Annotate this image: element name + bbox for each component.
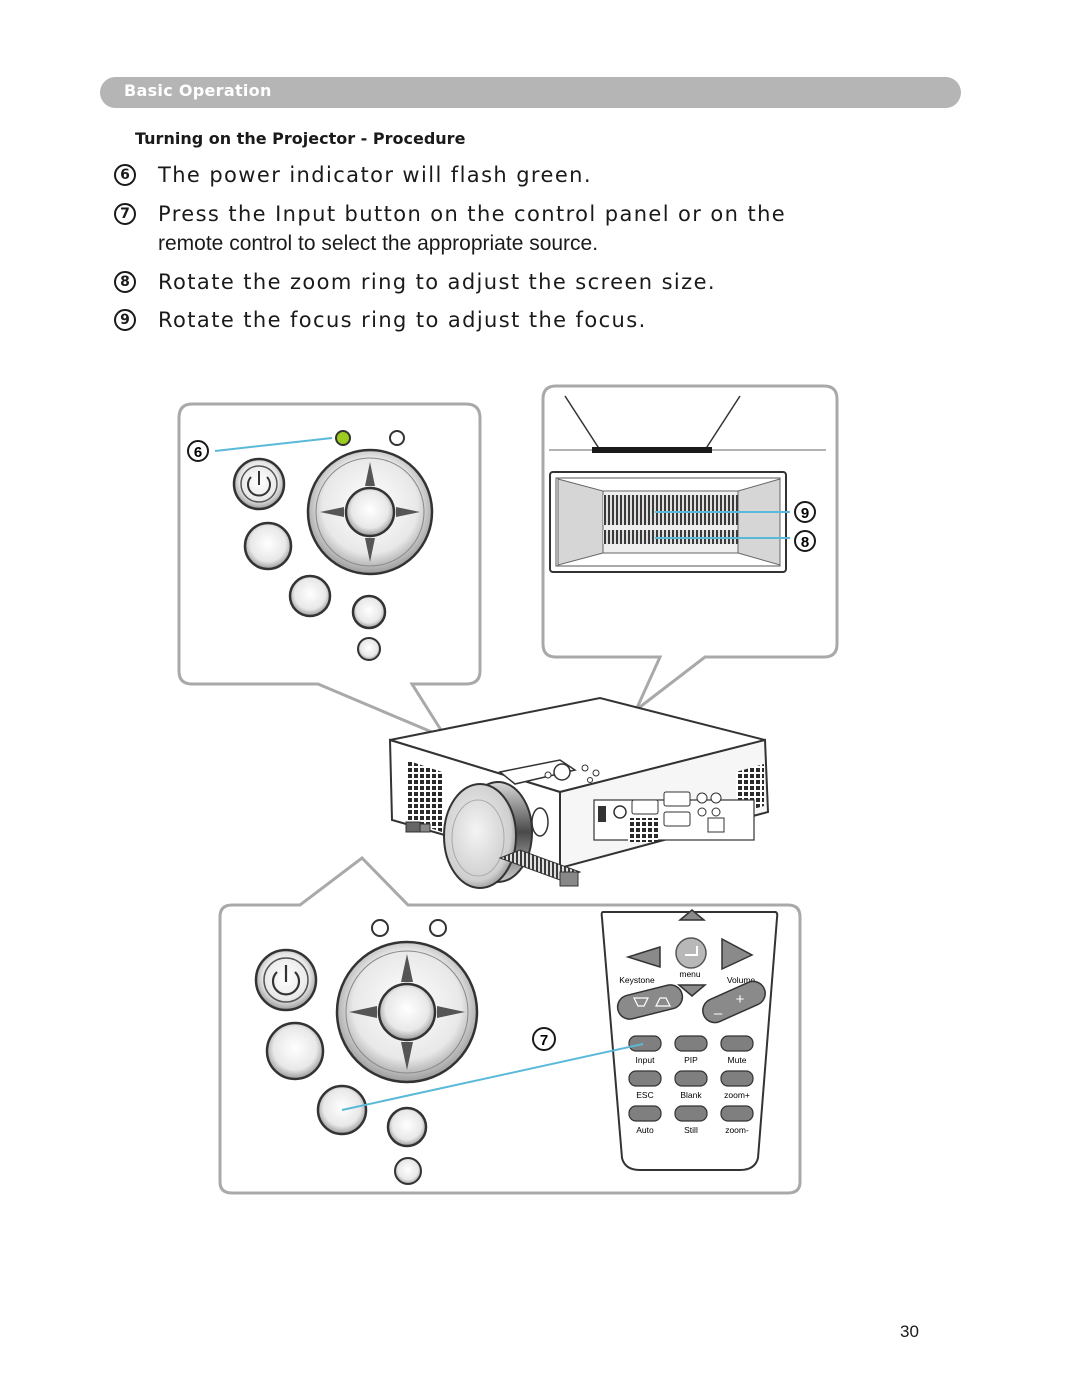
power-button-icon (232, 457, 286, 511)
indicator-led-icon (429, 919, 447, 937)
step-number: 7 (114, 203, 136, 225)
section-title: Basic Operation (124, 81, 272, 100)
button-icon (357, 637, 381, 661)
remote-label-esc: ESC (636, 1090, 653, 1100)
procedure-heading: Turning on the Projector - Procedure (135, 129, 466, 148)
input-button-icon (288, 574, 332, 618)
volume-button-icon (702, 980, 766, 1024)
remote-label-volume: Volume (727, 975, 756, 985)
esc-button-icon (628, 1070, 662, 1087)
step-text-continued: remote control to select the appropriate… (158, 232, 599, 255)
remote-label-zoom-minus: zoom- (725, 1125, 749, 1135)
callout-number: 8 (801, 534, 809, 551)
focus-ring-icon (603, 495, 738, 525)
step-text: Press the Input button on the control pa… (158, 202, 787, 226)
button-icon (386, 1106, 428, 1148)
power-button-icon (254, 948, 318, 1012)
input-button-icon (628, 1035, 662, 1052)
remote-control-icon: Keystone menu Volume + – Input PIP Mute … (600, 909, 779, 1171)
callout-number: 7 (540, 1032, 548, 1049)
step-number: 9 (114, 309, 136, 331)
remote-label-auto: Auto (636, 1125, 654, 1135)
remote-label-mute: Mute (728, 1055, 747, 1065)
remote-label-blank: Blank (680, 1090, 702, 1100)
step-text: Rotate the zoom ring to adjust the scree… (158, 270, 716, 294)
projector-icon (388, 696, 770, 889)
mute-button-icon (720, 1035, 754, 1052)
power-led-icon (371, 919, 389, 937)
button-icon (351, 594, 387, 630)
directional-pad-icon (335, 940, 479, 1084)
lens-rings-callout: 9 8 (541, 384, 839, 712)
remote-label-menu: menu (679, 969, 701, 979)
still-button-icon (674, 1105, 708, 1122)
step-text: The power indicator will flash green. (158, 163, 592, 187)
plus-icon: + (736, 991, 745, 1008)
blank-button-icon (674, 1070, 708, 1087)
menu-button-icon (265, 1021, 325, 1081)
step-text: Rotate the focus ring to adjust the focu… (158, 308, 647, 332)
pip-button-icon (674, 1035, 708, 1052)
projector-illustration: 6 9 8 (177, 384, 839, 1195)
callout-number: 9 (801, 505, 809, 522)
control-panel-callout: 6 (177, 402, 482, 742)
leader-line (214, 437, 333, 452)
auto-button-icon (628, 1105, 662, 1122)
callout-number: 6 (194, 444, 202, 461)
remote-label-pip: PIP (684, 1055, 698, 1065)
input-callout: Keystone menu Volume + – Input PIP Mute … (218, 856, 802, 1195)
indicator-led-icon (389, 430, 405, 446)
power-led-icon (335, 430, 351, 446)
keystone-button-icon (616, 984, 684, 1020)
remote-label-still: Still (684, 1125, 698, 1135)
remote-label-keystone: Keystone (619, 975, 655, 985)
button-icon (394, 1157, 422, 1185)
zoom-plus-button-icon (720, 1070, 754, 1087)
page-number: 30 (900, 1322, 919, 1341)
zoom-minus-button-icon (720, 1105, 754, 1122)
leader-line (341, 1043, 644, 1111)
minus-icon: – (714, 1005, 723, 1022)
section-header-bar (100, 77, 961, 108)
step-number: 8 (114, 271, 136, 293)
remote-label-input: Input (636, 1055, 656, 1065)
menu-button-icon (243, 521, 293, 571)
step-number: 6 (114, 164, 136, 186)
remote-label-zoom-plus: zoom+ (724, 1090, 750, 1100)
directional-pad-icon (306, 448, 434, 576)
